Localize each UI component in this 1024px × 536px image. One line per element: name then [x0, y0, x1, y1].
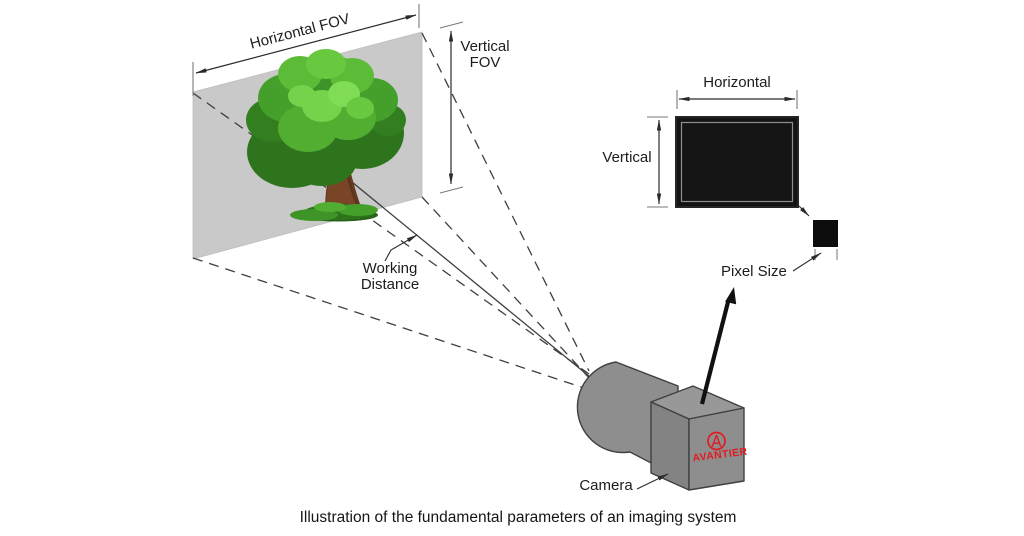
fov-ray-top-right — [421, 32, 590, 372]
sensor-horizontal-label: Horizontal — [703, 74, 771, 91]
sensor-rectangle — [675, 116, 799, 208]
brand-logo-icon — [707, 431, 726, 451]
tree-grass — [290, 202, 378, 221]
figure-caption: Illustration of the fundamental paramete… — [299, 509, 737, 526]
vertical-fov-label: Vertical FOV — [452, 39, 518, 71]
pixel-square — [813, 220, 838, 260]
pixel-size-leader — [792, 252, 822, 272]
vertical-fov-label-line2: FOV — [469, 54, 501, 71]
sensor-vertical-dimension — [647, 116, 668, 208]
fov-ray-lines — [192, 32, 597, 393]
camera-body — [650, 385, 745, 491]
vertical-fov-dimension — [439, 21, 464, 194]
fov-ray-bottom-right — [421, 196, 592, 381]
vertical-fov-label-line1: Vertical — [460, 38, 510, 55]
sensor-corner-leader — [798, 205, 810, 217]
sensor-horizontal-dimension — [676, 90, 798, 109]
working-distance-label-line2: Distance — [360, 276, 420, 293]
working-distance-label: Working Distance — [350, 261, 430, 293]
working-distance-leader — [384, 234, 418, 262]
fov-ray-top-left — [192, 92, 590, 375]
working-distance-line — [307, 145, 591, 378]
sensor-to-camera-arrow — [699, 287, 737, 405]
pixel-size-label: Pixel Size — [721, 263, 787, 280]
tree-canopy — [246, 49, 406, 188]
tree-illustration — [246, 49, 406, 222]
horizontal-fov-dimension — [192, 4, 420, 96]
camera-leader — [636, 473, 669, 490]
sensor-vertical-label: Vertical — [602, 149, 652, 166]
fov-ray-bottom-left — [192, 257, 597, 393]
camera-label: Camera — [579, 477, 633, 494]
working-distance-label-line1: Working — [362, 260, 418, 277]
